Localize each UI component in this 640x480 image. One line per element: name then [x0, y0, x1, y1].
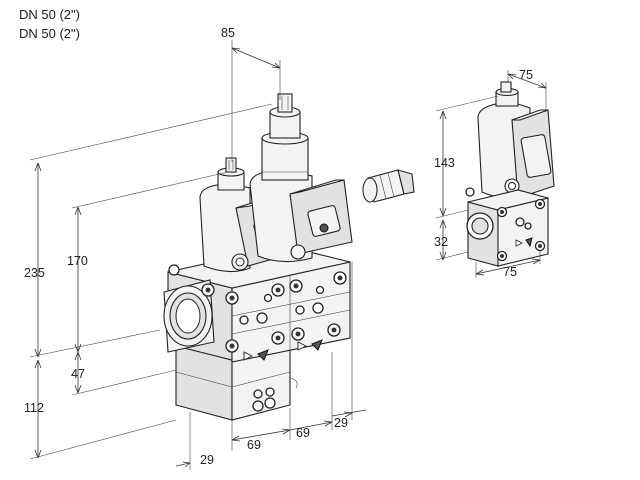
- single-valve-view: [465, 81, 555, 267]
- dimension-labels: 85 235 170 47 112 29 69 69 29 75 143 32 …: [24, 26, 533, 467]
- single-valve-nut: [495, 81, 519, 107]
- dimension-lines-right: [435, 70, 547, 278]
- dim-label-right-flange: 32: [434, 235, 448, 249]
- cable-gland: [362, 169, 415, 203]
- single-valve-coil: [477, 101, 555, 199]
- dim-label-right-top-width: 75: [519, 68, 533, 82]
- nominal-size-label-2: DN 50 (2"): [19, 26, 80, 41]
- coil-nut-left: [217, 157, 245, 191]
- dim-label-right-height: 143: [434, 156, 455, 170]
- dim-label-spacing-2: 69: [296, 426, 310, 440]
- dim-label-overall-height: 235: [24, 266, 45, 280]
- dim-label-depth-front: 29: [200, 453, 214, 467]
- dim-label-lower-height: 112: [24, 401, 44, 415]
- dim-label-bottom-offset: 47: [71, 367, 85, 381]
- dim-label-right-bottom-width: 75: [503, 265, 517, 279]
- nominal-size-label-1: DN 50 (2"): [19, 7, 80, 22]
- dim-label-valve-height: 170: [67, 254, 88, 268]
- inlet-port: [163, 264, 215, 353]
- dim-label-spacing-1: 69: [247, 438, 261, 452]
- tall-stem: [261, 93, 309, 181]
- front-bolts: [225, 271, 347, 361]
- dim-label-top-width: 85: [221, 26, 235, 40]
- dimension-lines-left: [29, 40, 367, 470]
- solenoid-coil-right: [249, 169, 353, 263]
- double-valve-assembly: [163, 93, 415, 421]
- dim-label-depth-rear: 29: [334, 416, 348, 430]
- single-valve-body: [465, 187, 549, 267]
